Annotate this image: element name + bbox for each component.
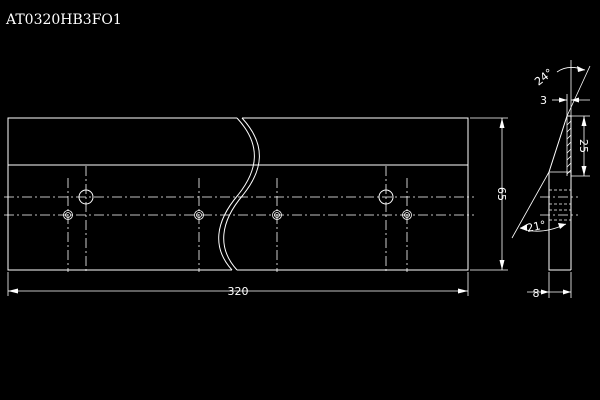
countersunk-hole-4 — [402, 210, 412, 220]
hatched-section — [566, 120, 572, 175]
top-angle-label: 24° — [532, 66, 555, 88]
length-dimension-label: 320 — [228, 285, 249, 298]
bottom-angle-dimension: 21° — [511, 171, 567, 240]
countersunk-hole-3 — [272, 210, 282, 220]
top-angle-dimension: 24° — [532, 60, 591, 117]
bevel-height-dimension: 25 — [571, 115, 590, 177]
edge-width-dimension: 3 — [540, 94, 590, 116]
edge-width-label: 3 — [540, 94, 547, 107]
blade-outline-left — [7, 117, 237, 271]
break-line-inner — [223, 117, 260, 271]
mounting-hole-1 — [78, 189, 94, 205]
bevel-height-label: 25 — [577, 139, 590, 153]
part-number-title: AT0320HB3FO1 — [5, 12, 122, 28]
blade-outline-right — [237, 117, 469, 271]
height-dimension: 65 — [470, 117, 508, 271]
bottom-angle-label: 21° — [525, 218, 547, 235]
front-view — [4, 117, 474, 272]
mounting-hole-2 — [378, 189, 394, 205]
thickness-label: 8 — [533, 287, 540, 300]
break-line-outer — [218, 117, 255, 271]
side-view — [540, 115, 578, 271]
countersunk-hole-2 — [194, 210, 204, 220]
thickness-dimension: 8 — [527, 272, 572, 300]
length-dimension: 320 — [7, 272, 469, 298]
countersunk-hole-1 — [63, 210, 73, 220]
height-dimension-label: 65 — [495, 187, 508, 201]
side-profile-outline — [548, 115, 571, 271]
